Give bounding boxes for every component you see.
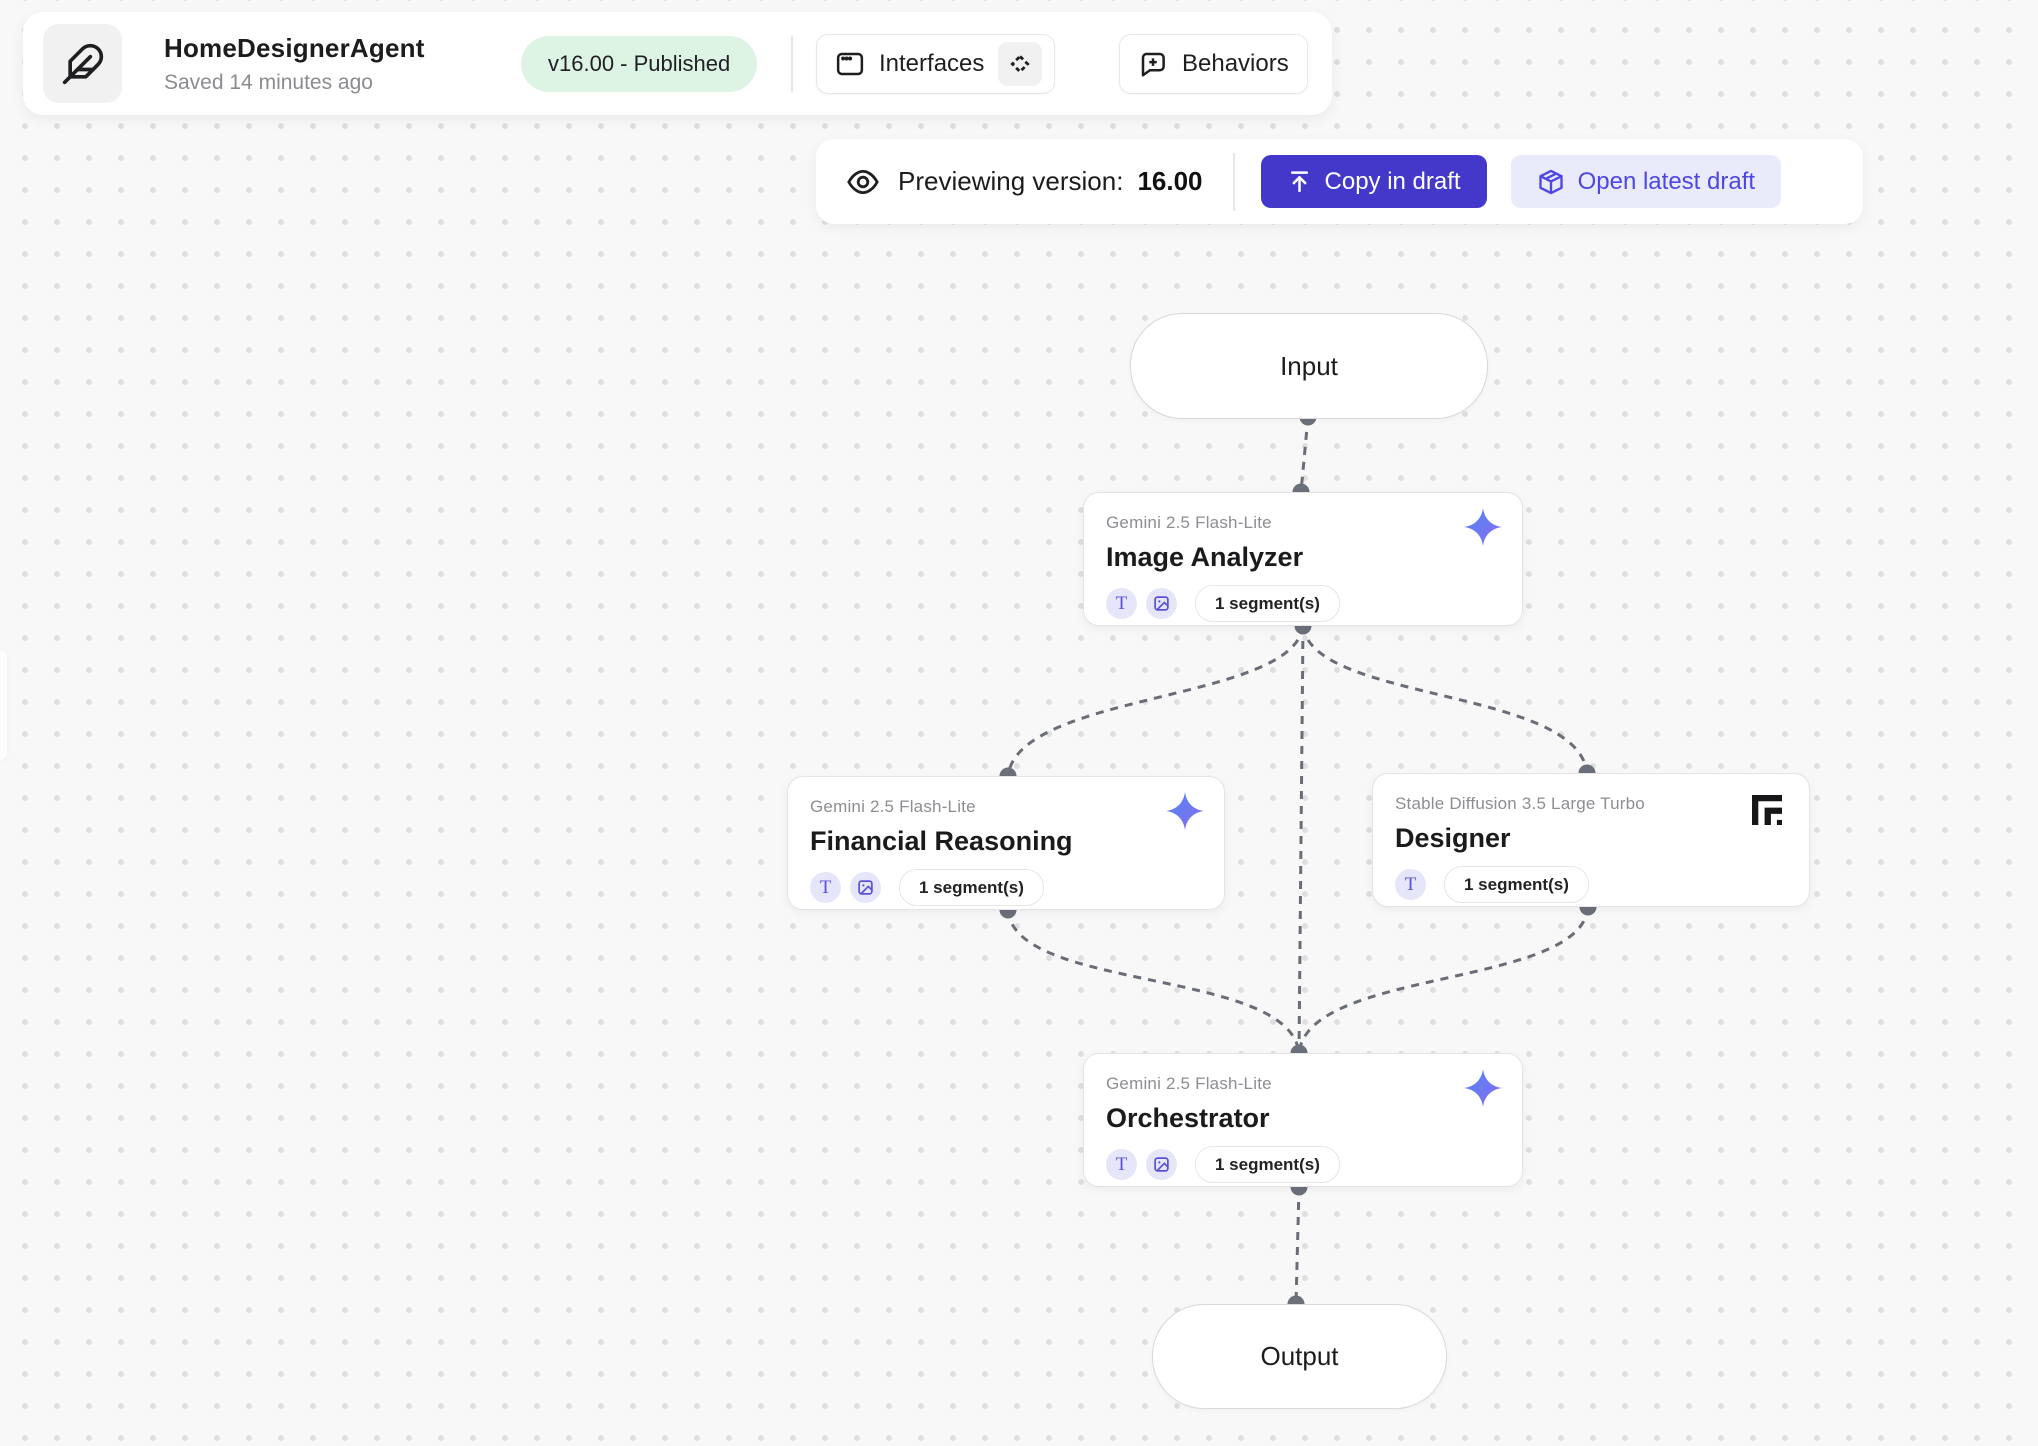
behaviors-button[interactable]: Behaviors bbox=[1119, 33, 1308, 94]
output-node-label: Output bbox=[1260, 1341, 1339, 1371]
node-financial-reasoning[interactable]: Gemini 2.5 Flash-Lite Financial Reasonin… bbox=[787, 776, 1225, 910]
node-model-label: Gemini 2.5 Flash-Lite bbox=[1106, 513, 1272, 532]
image-capability-chip bbox=[1146, 1149, 1177, 1180]
copy-in-draft-button[interactable]: Copy in draft bbox=[1260, 155, 1487, 208]
diamond-route-icon bbox=[1010, 53, 1031, 74]
gemini-sparkle-icon bbox=[1463, 507, 1503, 547]
feather-icon bbox=[62, 43, 103, 84]
text-capability-chip: T bbox=[810, 872, 841, 903]
package-icon bbox=[1538, 169, 1563, 194]
node-title: Orchestrator bbox=[1106, 1103, 1270, 1133]
gemini-sparkle-icon bbox=[1463, 1068, 1503, 1108]
version-badge: v16.00 - Published bbox=[521, 35, 758, 92]
preview-version: 16.00 bbox=[1137, 166, 1203, 196]
segments-badge: 1 segment(s) bbox=[1195, 1146, 1340, 1183]
text-chip-glyph: T bbox=[819, 877, 832, 898]
text-capability-chip: T bbox=[1395, 869, 1426, 900]
edge-imageanalyzer-orchestrator bbox=[1297, 625, 1305, 1054]
app-window-icon bbox=[836, 52, 864, 75]
edge-designer-orchestrator bbox=[1297, 906, 1590, 1054]
image-icon bbox=[858, 880, 873, 895]
message-plus-icon bbox=[1141, 52, 1165, 76]
input-node[interactable]: Input bbox=[1130, 313, 1488, 419]
segments-badge: 1 segment(s) bbox=[899, 869, 1044, 906]
agent-title: HomeDesignerAgent bbox=[164, 32, 425, 63]
node-title: Designer bbox=[1395, 823, 1511, 853]
text-chip-glyph: T bbox=[1404, 874, 1417, 895]
node-model-label: Gemini 2.5 Flash-Lite bbox=[810, 797, 976, 816]
text-capability-chip: T bbox=[1106, 588, 1137, 619]
node-designer[interactable]: Stable Diffusion 3.5 Large Turbo Designe… bbox=[1372, 773, 1810, 907]
edge-imageanalyzer-financial bbox=[1006, 625, 1305, 777]
node-model-label: Gemini 2.5 Flash-Lite bbox=[1106, 1074, 1272, 1093]
image-capability-chip bbox=[850, 872, 881, 903]
saved-status: Saved 14 minutes ago bbox=[164, 70, 373, 94]
output-node[interactable]: Output bbox=[1152, 1304, 1447, 1409]
preview-label: Previewing version: bbox=[898, 166, 1124, 196]
node-image-analyzer[interactable]: Gemini 2.5 Flash-Lite Image Analyzer T 1… bbox=[1083, 492, 1523, 626]
open-latest-draft-button[interactable]: Open latest draft bbox=[1510, 155, 1782, 208]
edge-imageanalyzer-designer bbox=[1301, 625, 1589, 774]
image-icon bbox=[1154, 1157, 1169, 1172]
behaviors-label: Behaviors bbox=[1182, 49, 1289, 77]
interfaces-label: Interfaces bbox=[879, 49, 985, 77]
edge-orchestrator-output bbox=[1294, 1186, 1301, 1305]
stability-icon bbox=[1752, 795, 1782, 825]
image-icon bbox=[1154, 596, 1169, 611]
upload-arrow-icon bbox=[1290, 171, 1308, 193]
header-divider bbox=[791, 35, 793, 92]
segments-badge: 1 segment(s) bbox=[1195, 585, 1340, 622]
agent-header-card: HomeDesignerAgent Saved 14 minutes ago v… bbox=[23, 12, 1332, 115]
node-title: Image Analyzer bbox=[1106, 542, 1304, 572]
node-orchestrator[interactable]: Gemini 2.5 Flash-Lite Orchestrator T 1 s… bbox=[1083, 1053, 1523, 1187]
node-title: Financial Reasoning bbox=[810, 826, 1073, 856]
toolbar-divider bbox=[1232, 152, 1235, 211]
edge-financial-orchestrator bbox=[1006, 909, 1301, 1054]
eye-icon bbox=[847, 169, 879, 194]
text-capability-chip: T bbox=[1106, 1149, 1137, 1180]
text-chip-glyph: T bbox=[1115, 593, 1128, 614]
text-chip-glyph: T bbox=[1115, 1154, 1128, 1175]
copy-in-draft-label: Copy in draft bbox=[1324, 167, 1461, 195]
gemini-sparkle-icon bbox=[1165, 791, 1205, 831]
segments-badge: 1 segment(s) bbox=[1444, 866, 1589, 903]
offscreen-panel-sliver bbox=[0, 650, 7, 760]
open-latest-draft-label: Open latest draft bbox=[1577, 167, 1756, 195]
image-capability-chip bbox=[1146, 588, 1177, 619]
input-node-label: Input bbox=[1280, 350, 1338, 381]
interfaces-button[interactable]: Interfaces bbox=[816, 33, 1056, 94]
edge-input-imageanalyzer bbox=[1299, 416, 1310, 493]
agent-avatar bbox=[43, 24, 122, 103]
interfaces-extra-action[interactable] bbox=[998, 41, 1043, 86]
preview-toolbar: Previewing version: 16.00 Copy in draft … bbox=[816, 139, 1863, 224]
node-model-label: Stable Diffusion 3.5 Large Turbo bbox=[1395, 794, 1645, 813]
